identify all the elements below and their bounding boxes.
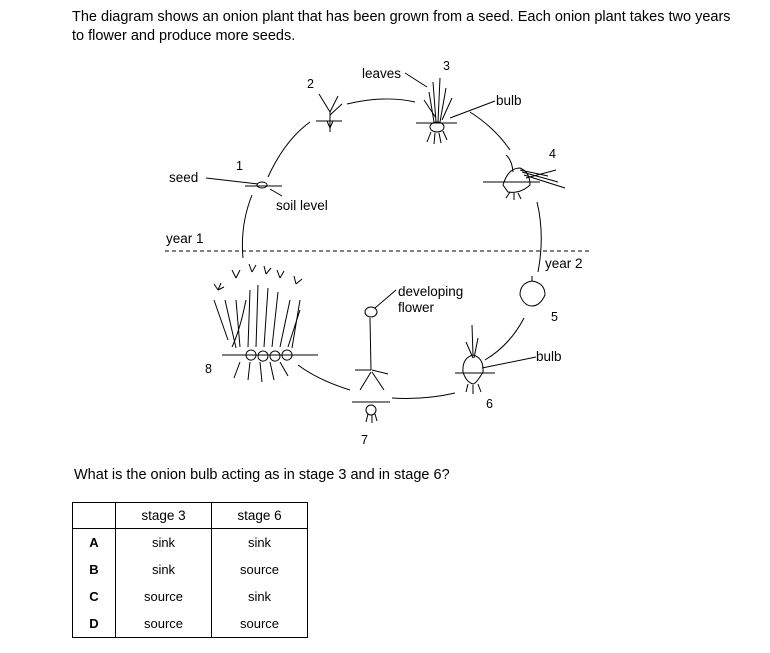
label-soil-level: soil level <box>276 198 328 213</box>
stage-3-young-plant-icon <box>404 72 496 145</box>
option-stage-6: source <box>211 556 308 583</box>
cycle-arc-4-5 <box>536 201 542 273</box>
option-stage-3: sink <box>115 556 212 583</box>
answer-options-table: stage 3 stage 6 A sink sink B sink sourc… <box>72 502 308 638</box>
option-letter: C <box>72 583 116 610</box>
cycle-arc-7-8 <box>297 364 351 391</box>
table-row[interactable]: D source source <box>72 610 308 638</box>
header-stage-3: stage 3 <box>115 502 212 529</box>
stage-number-3: 3 <box>443 59 450 73</box>
label-bulb-stage-6: bulb <box>536 349 562 364</box>
cycle-arc-6-7 <box>391 392 456 399</box>
stage-number-2: 2 <box>307 77 314 91</box>
option-letter: B <box>72 556 116 583</box>
onion-life-cycle-diagram: seed soil level leaves bulb bulb year 1 … <box>165 59 590 447</box>
stage-8-flowering-plant-icon <box>213 263 318 383</box>
stage-4-bulb-icon <box>483 154 566 200</box>
stage-number-1: 1 <box>236 159 243 173</box>
table-header-row: stage 3 stage 6 <box>72 502 308 529</box>
option-stage-6: sink <box>211 528 308 556</box>
label-flower: flower <box>398 300 435 315</box>
option-stage-6: sink <box>211 583 308 610</box>
label-seed: seed <box>169 170 198 185</box>
cycle-arc-3-4 <box>469 111 511 151</box>
label-developing-flower: developing flower <box>398 284 467 315</box>
stage-number-5: 5 <box>551 310 558 324</box>
label-year-2: year 2 <box>545 256 583 271</box>
option-stage-3: source <box>115 583 212 610</box>
stage-6-sprouting-bulb-icon <box>455 324 537 394</box>
header-stage-6: stage 6 <box>211 502 308 529</box>
label-leaves: leaves <box>362 66 401 81</box>
stage-number-4: 4 <box>549 147 556 161</box>
question-text: What is the onion bulb acting as in stag… <box>74 467 450 483</box>
option-stage-3: source <box>115 610 212 638</box>
label-developing: developing <box>398 284 463 299</box>
label-year-1: year 1 <box>166 231 204 246</box>
option-stage-6: source <box>211 610 308 638</box>
table-row[interactable]: C source sink <box>72 583 308 610</box>
stage-2-seedling-icon <box>316 93 343 132</box>
stage-number-6: 6 <box>486 397 493 411</box>
stage-7-developing-flower-icon <box>352 289 397 423</box>
cycle-arc-5-6 <box>484 317 525 361</box>
intro-text: The diagram shows an onion plant that ha… <box>72 9 731 44</box>
table-row[interactable]: A sink sink <box>72 528 308 556</box>
stage-number-7: 7 <box>361 433 368 447</box>
stage-1-seed-icon <box>205 177 283 197</box>
stage-5-bulb-icon <box>519 276 546 307</box>
option-letter: A <box>72 528 116 556</box>
label-bulb-stage-3: bulb <box>496 93 522 108</box>
stage-number-8: 8 <box>205 362 212 376</box>
option-stage-3: sink <box>115 528 212 556</box>
cycle-arc-1-2 <box>267 121 311 178</box>
option-letter: D <box>72 610 116 638</box>
table-row[interactable]: B sink source <box>72 556 308 583</box>
header-blank <box>72 502 116 529</box>
cycle-arc-8-1 <box>241 194 253 259</box>
cycle-arc-2-3 <box>346 98 416 105</box>
